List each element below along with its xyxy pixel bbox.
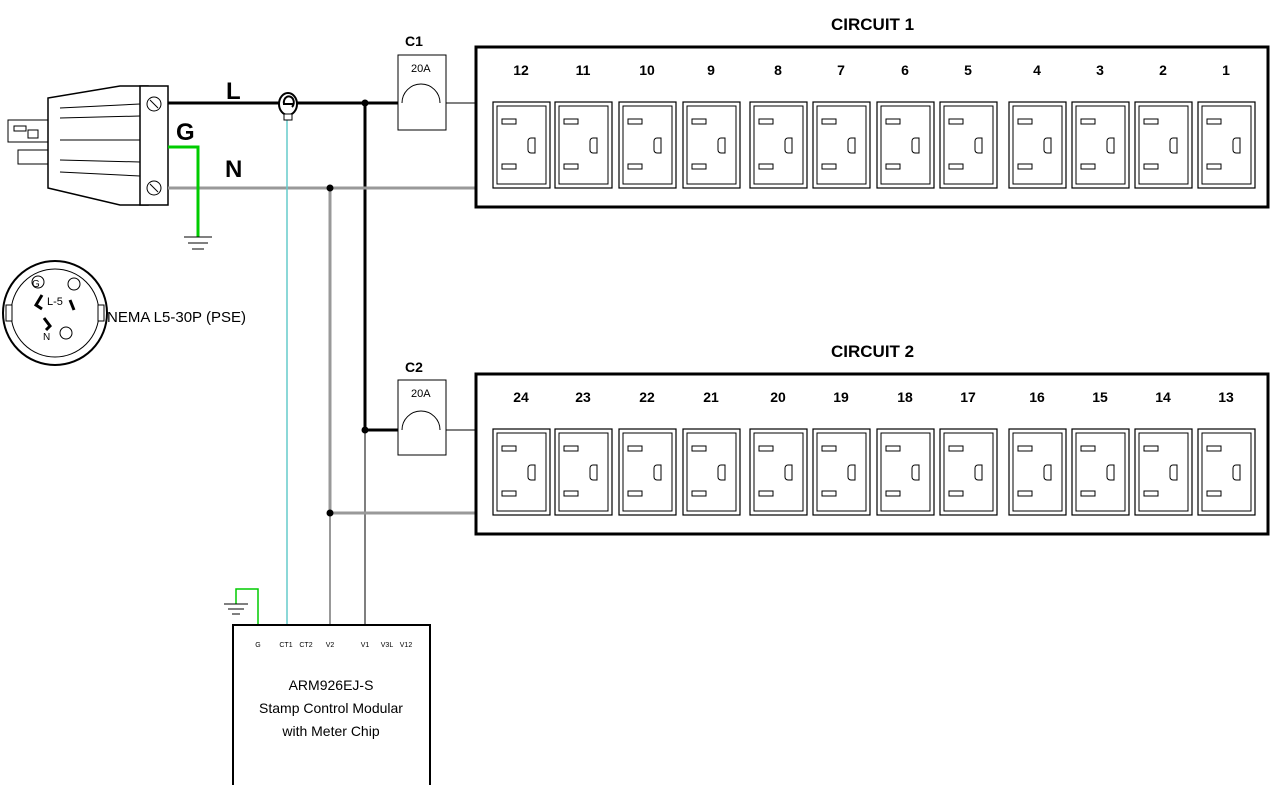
circuit-1-panel: CIRCUIT 1 12 11 10 9 8 7 6 5 4 3 2 1	[474, 15, 1270, 209]
outlet-number: 14	[1155, 389, 1171, 405]
module-pin-label: V1	[361, 642, 370, 649]
ground-wire	[168, 145, 212, 250]
outlet: 19	[812, 389, 871, 516]
outlet-number: 1	[1222, 62, 1230, 78]
control-module: G CT1 CT2 V2 V1 V3L V12 ARM926EJ-S Stamp Contr…	[232, 624, 431, 785]
plug-face-ground: G	[32, 279, 40, 290]
outlet: 16	[1008, 389, 1067, 516]
module-pin-label: V3L	[381, 642, 394, 649]
breaker-c2-name: C2	[405, 359, 423, 375]
outlet-number: 2	[1159, 62, 1167, 78]
outlet: 3	[1071, 62, 1130, 189]
breaker-c1-name: C1	[405, 33, 423, 49]
line-label: L	[226, 78, 241, 105]
outlet-number: 7	[837, 62, 845, 78]
outlet: 11	[554, 62, 613, 189]
plug-face-center: L-5	[47, 296, 63, 308]
outlet-number: 15	[1092, 389, 1108, 405]
outlet-number: 20	[770, 389, 786, 405]
outlet-number: 11	[576, 62, 591, 78]
breaker-c2: C2 20A	[397, 359, 476, 456]
outlet-number: 17	[960, 389, 976, 405]
outlet-number: 21	[703, 389, 719, 405]
outlet-number: 13	[1218, 389, 1234, 405]
outlet-number: 24	[513, 389, 529, 405]
outlet: 7	[812, 62, 871, 189]
outlet: 20	[749, 389, 808, 516]
current-transformer	[278, 92, 298, 625]
module-pins: G CT1 CT2 V2 V1 V3L V12	[255, 642, 412, 649]
breaker-c1: C1 20A	[397, 33, 476, 131]
circuit-1-title: CIRCUIT 1	[831, 15, 914, 34]
circuit-2-title: CIRCUIT 2	[831, 342, 914, 361]
outlet-number: 3	[1096, 62, 1104, 78]
plug-label: NEMA L5-30P (PSE)	[107, 309, 246, 326]
outlet-number: 6	[901, 62, 909, 78]
outlet-number: 12	[513, 62, 529, 78]
plug-face-neutral: N	[43, 332, 50, 343]
module-pin-label: CT1	[279, 642, 292, 649]
outlet-number: 23	[575, 389, 591, 405]
outlet: 1	[1197, 62, 1256, 189]
module-line-3: with Meter Chip	[281, 723, 379, 739]
outlet: 23	[554, 389, 613, 516]
outlet: 6	[876, 62, 935, 189]
plug-side-view	[7, 85, 169, 206]
outlet: 5	[939, 62, 998, 189]
plug-face: G L-5 N	[2, 260, 108, 366]
circuit-2-panel: CIRCUIT 2 24 23 22 21 20 19 18 17 16 15 14 13	[474, 342, 1270, 536]
outlet-number: 10	[639, 62, 655, 78]
outlet: 18	[876, 389, 935, 516]
outlet: 12	[492, 62, 551, 189]
outlet-number: 18	[897, 389, 913, 405]
outlet-number: 19	[833, 389, 849, 405]
breaker-c2-rating: 20A	[411, 388, 431, 400]
circuit-1-outlets: 12 11 10 9 8 7 6 5 4 3 2 1	[492, 62, 1256, 189]
neutral-wire	[168, 184, 476, 625]
outlet-number: 8	[774, 62, 782, 78]
neutral-label: N	[225, 156, 242, 183]
module-pin-label: CT2	[299, 642, 312, 649]
outlet: 17	[939, 389, 998, 516]
module-line-1: ARM926EJ-S	[289, 677, 374, 693]
outlet: 22	[618, 389, 677, 516]
outlet: 13	[1197, 389, 1256, 516]
line-wire	[168, 99, 398, 625]
ground-label: G	[176, 119, 195, 146]
outlet: 14	[1134, 389, 1193, 516]
outlet: 21	[682, 389, 741, 516]
outlet-number: 22	[639, 389, 655, 405]
outlet-number: 4	[1033, 62, 1041, 78]
circuit-2-outlets: 24 23 22 21 20 19 18 17 16 15 14 13	[492, 389, 1256, 516]
outlet-number: 9	[707, 62, 715, 78]
module-ground	[224, 588, 259, 625]
module-line-2: Stamp Control Modular	[259, 700, 403, 716]
outlet-number: 16	[1029, 389, 1045, 405]
breaker-c1-rating: 20A	[411, 63, 431, 75]
outlet: 9	[682, 62, 741, 189]
outlet: 10	[618, 62, 677, 189]
outlet: 15	[1071, 389, 1130, 516]
module-pin-label: V2	[326, 642, 335, 649]
module-pin-label: G	[255, 642, 260, 649]
outlet: 24	[492, 389, 551, 516]
outlet: 4	[1008, 62, 1067, 189]
outlet: 2	[1134, 62, 1193, 189]
outlet-number: 5	[964, 62, 972, 78]
outlet: 8	[749, 62, 808, 189]
module-pin-label: V12	[400, 642, 413, 649]
